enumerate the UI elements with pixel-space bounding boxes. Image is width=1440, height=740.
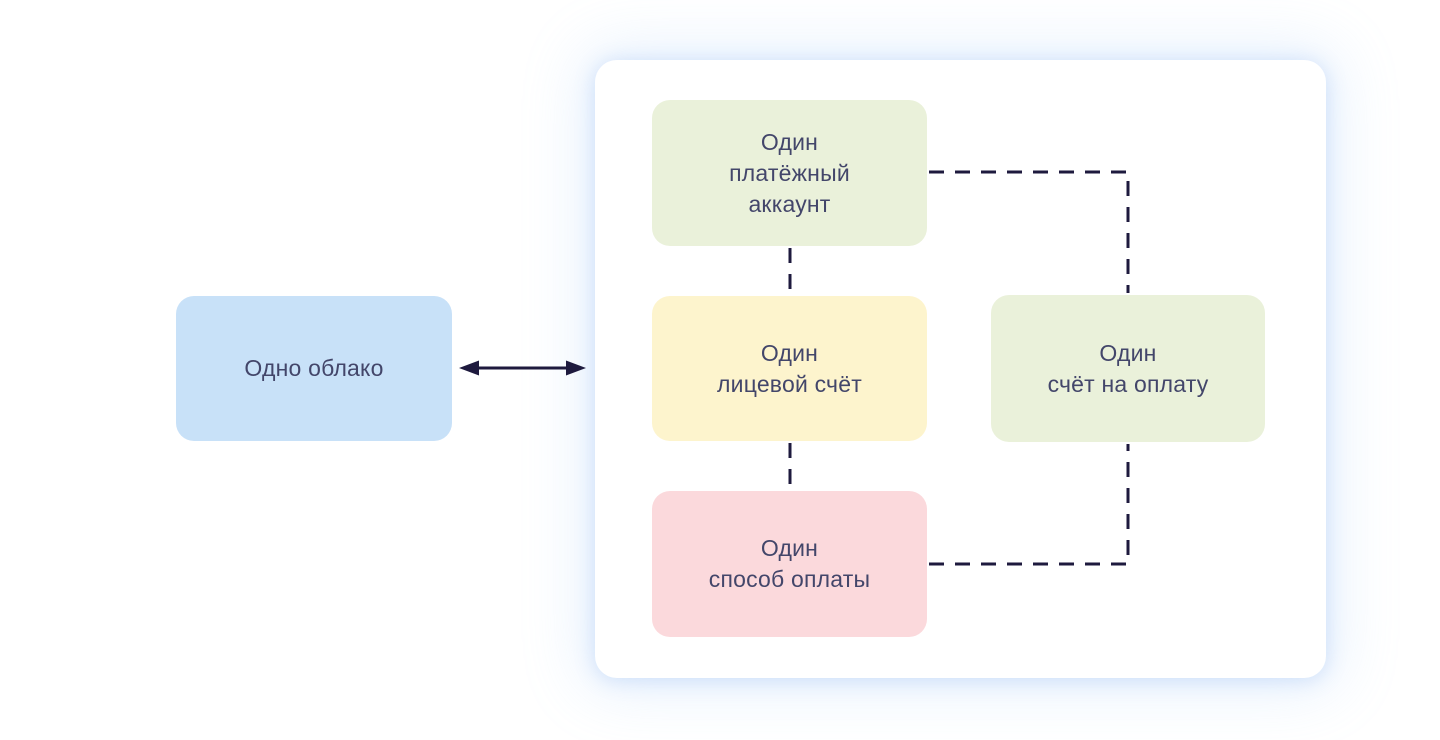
cloud-node: Одно облако [176,296,452,441]
arrowhead-right [566,360,586,376]
arrowhead-left [459,360,479,376]
edge-payment-method-to-invoice [929,444,1130,566]
edge-payment-account-to-invoice [929,170,1130,293]
invoice-node: Один счёт на оплату [991,295,1265,442]
payment-method-node: Один способ оплаты [652,491,927,637]
personal-account-node: Один лицевой счёт [652,296,927,441]
payment-account-node: Один платёжный аккаунт [652,100,927,246]
